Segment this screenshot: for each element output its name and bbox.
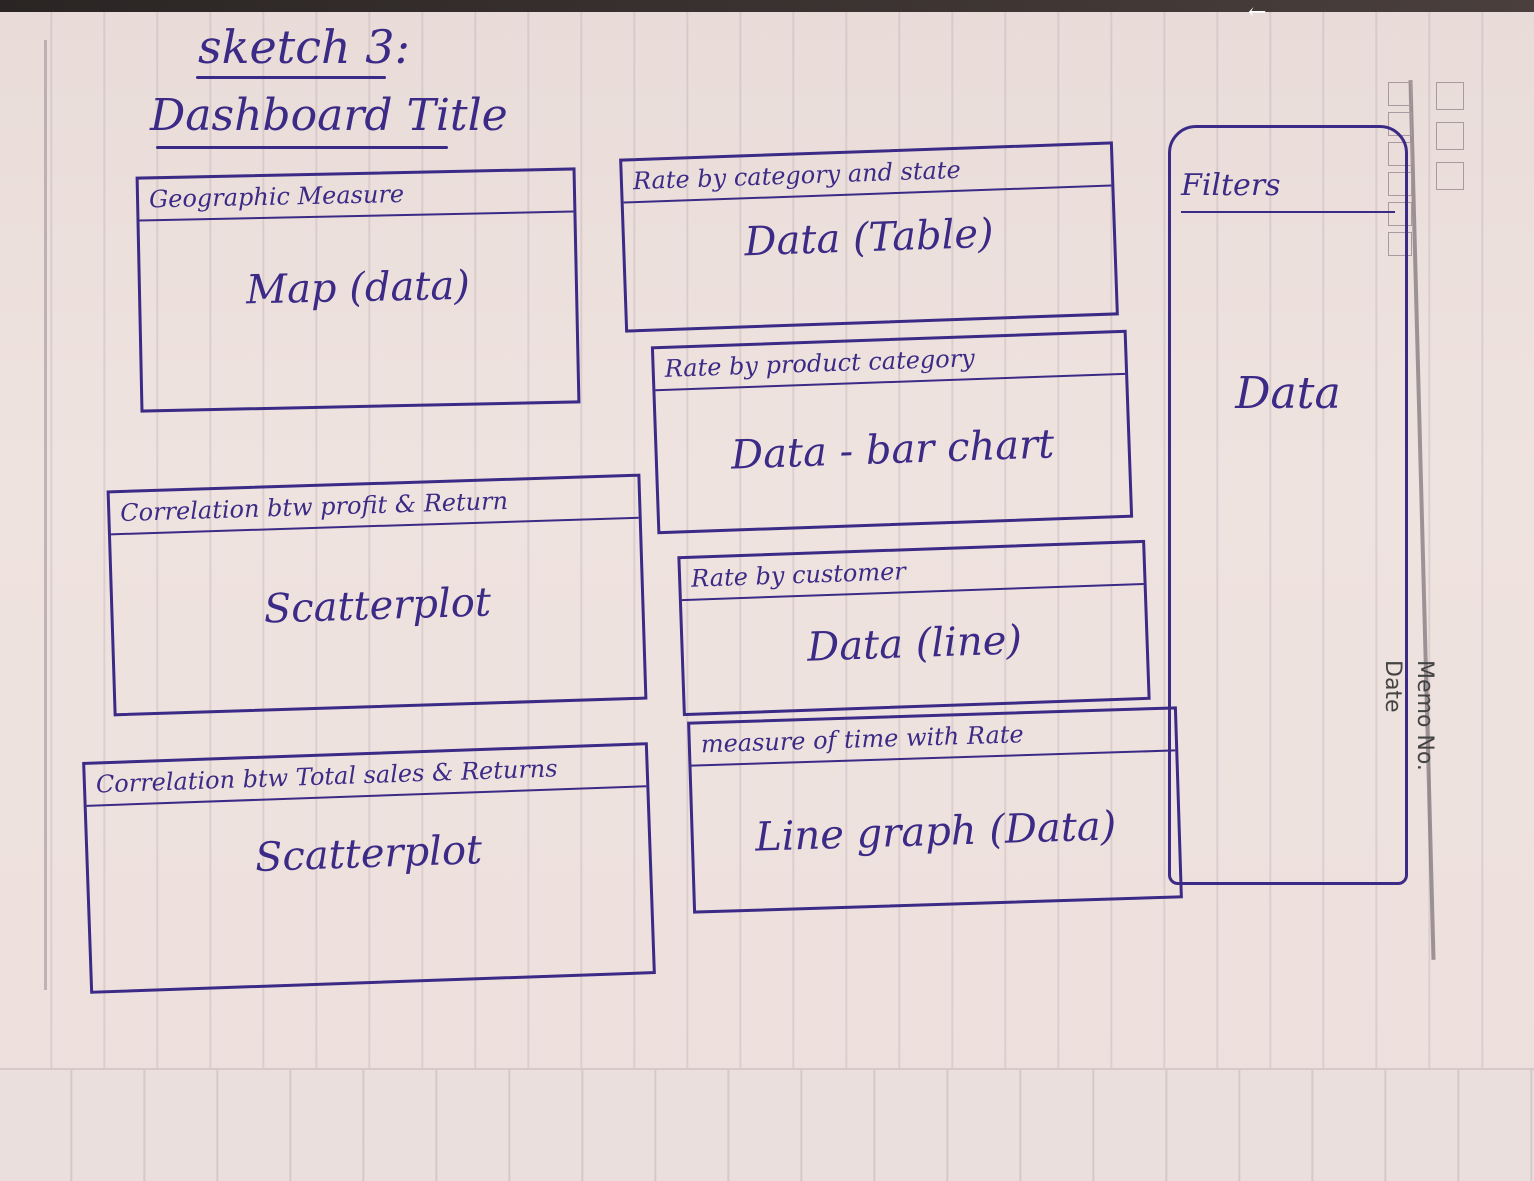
panel-body: Data (Table) — [743, 210, 995, 266]
date-label: Date — [1380, 660, 1405, 713]
panel-body: Data (line) — [806, 617, 1023, 671]
panel-body: Scatterplot — [263, 579, 492, 633]
tab-mark-icon — [1388, 202, 1412, 226]
second-paper-sheet — [0, 1068, 1534, 1181]
pen-symbol-icon — [1436, 122, 1464, 150]
cross-symbol-icon — [1436, 162, 1464, 190]
filters-panel: Filters Data — [1168, 125, 1408, 885]
filters-header: Filters — [1181, 168, 1395, 213]
panel-body: Map (data) — [245, 262, 471, 314]
bar-chart-panel: Rate by product category Data - bar char… — [650, 329, 1134, 535]
sketch-title-underline — [196, 76, 386, 79]
scatterplot-panel-sales-returns: Correlation btw Total sales & Returns Sc… — [82, 742, 656, 994]
panel-body: Scatterplot — [254, 827, 483, 881]
tab-mark-icon — [1388, 172, 1412, 196]
tab-mark-icon — [1388, 232, 1412, 256]
memo-label-block: Memo No. Date — [1376, 660, 1440, 780]
scatterplot-panel-profit-return: Correlation btw profit & Return Scatterp… — [106, 473, 648, 717]
keyboard-edge — [0, 0, 1534, 12]
line-panel-customer: Rate by customer Data (line) — [677, 539, 1151, 717]
panel-body: Data - bar chart — [730, 421, 1055, 479]
circle-symbol-icon — [1436, 82, 1464, 110]
line-graph-panel-time: measure of time with Rate Line graph (Da… — [687, 706, 1183, 914]
dashboard-title-underline — [156, 146, 448, 149]
memo-symbol-column — [1436, 82, 1464, 202]
panel-header: Geographic Measure — [138, 170, 574, 222]
tab-mark-icon — [1388, 82, 1412, 106]
memo-no-label: Memo No. — [1412, 660, 1437, 771]
margin-line — [44, 40, 47, 990]
dashboard-title: Dashboard Title — [150, 90, 508, 141]
map-panel: Geographic Measure Map (data) — [135, 167, 581, 413]
sketch-title: sketch 3: — [198, 20, 410, 74]
filters-body: Data — [1235, 368, 1341, 419]
table-panel: Rate by category and state Data (Table) — [619, 141, 1119, 333]
panel-body: Line graph (Data) — [754, 803, 1117, 861]
arrow-icon: ← — [1248, 0, 1267, 25]
